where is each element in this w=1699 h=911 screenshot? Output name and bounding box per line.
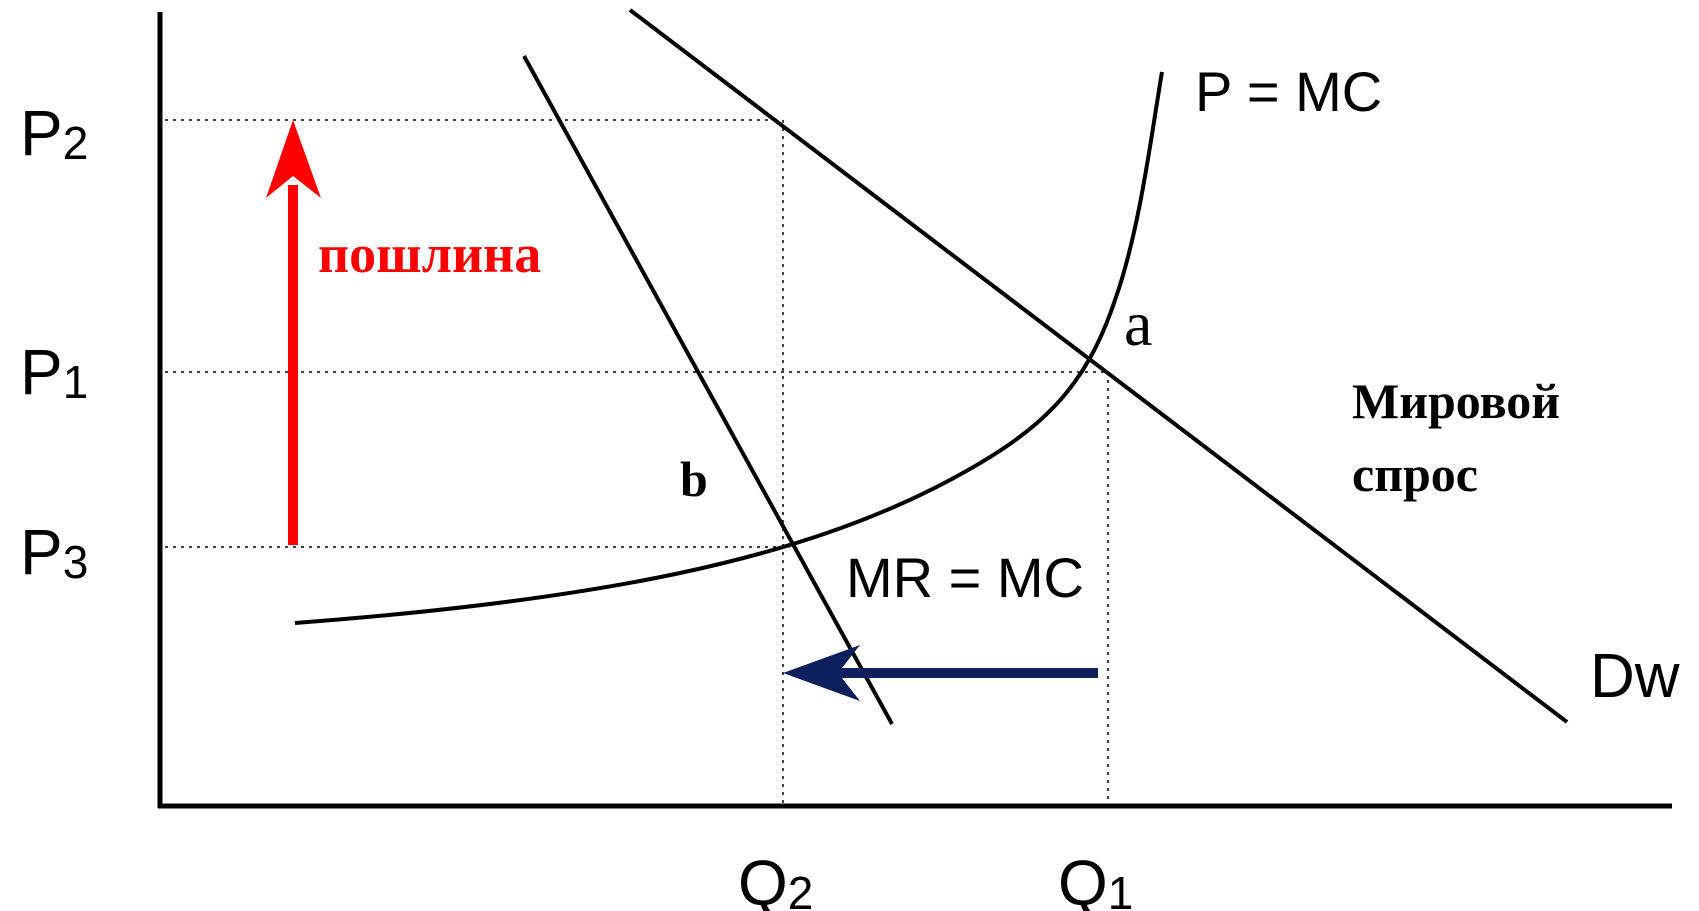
tariff-text: пошлина <box>318 224 541 284</box>
quantity-label-q2: Q2 <box>738 847 813 911</box>
price-label-p3: P3 <box>20 516 88 588</box>
quantity-arrow-head <box>783 645 860 701</box>
point-label-a: a <box>1124 288 1152 359</box>
quantity-label-q1: Q1 <box>1058 847 1133 911</box>
quantity-arrow <box>783 645 1098 701</box>
label-p-equals-mc: P = MC <box>1195 60 1382 123</box>
price-label-p1: P1 <box>20 336 88 408</box>
guide-lines <box>165 119 1109 806</box>
point-label-b: b <box>680 451 708 507</box>
label-mr-equals-mc: MR = MC <box>846 546 1084 609</box>
label-dw: Dw <box>1590 642 1680 711</box>
tariff-arrow-head <box>266 120 321 198</box>
tariff-arrow <box>266 120 321 545</box>
marginal-revenue-line <box>522 55 894 725</box>
world-demand-text-line2: спрос <box>1352 446 1478 502</box>
world-demand-text-line1: Мировой <box>1352 373 1560 429</box>
world-demand-line <box>628 8 1569 724</box>
price-label-p2: P2 <box>20 97 88 169</box>
marginal-cost-curve <box>294 71 1164 625</box>
